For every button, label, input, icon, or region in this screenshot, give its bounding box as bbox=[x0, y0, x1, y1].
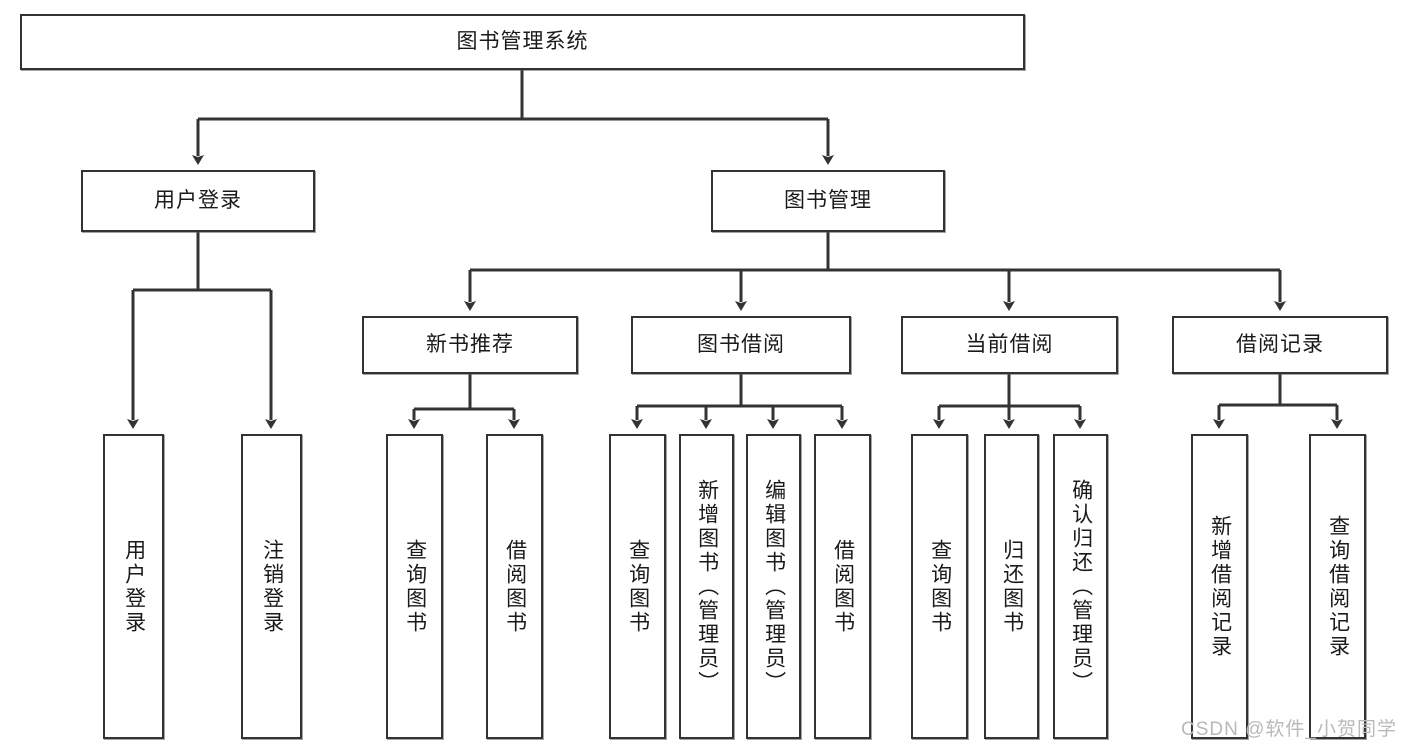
node-leaf-borrow-book[interactable]: 借阅图书 bbox=[814, 434, 871, 739]
edge-group-user-login bbox=[127, 232, 277, 429]
node-leaf-query-book-current[interactable]: 查询图书 bbox=[911, 434, 968, 739]
node-user-login-label: 用户登录 bbox=[154, 189, 242, 213]
node-user-login[interactable]: 用户登录 bbox=[81, 170, 315, 232]
node-leaf-borrow-book-label: 借阅图书 bbox=[831, 538, 855, 635]
node-leaf-edit-book-label: 编辑图书（管理员） bbox=[762, 478, 786, 695]
node-leaf-add-book-label: 新增图书（管理员） bbox=[695, 478, 719, 695]
node-leaf-query-borrow-record-label: 查询借阅记录 bbox=[1326, 514, 1350, 659]
edge-group-book-management bbox=[464, 232, 1286, 311]
node-leaf-add-borrow-record-label: 新增借阅记录 bbox=[1208, 514, 1232, 659]
node-root[interactable]: 图书管理系统 bbox=[20, 14, 1025, 70]
node-new-book-recommend-label: 新书推荐 bbox=[426, 333, 514, 357]
node-leaf-add-borrow-record[interactable]: 新增借阅记录 bbox=[1191, 434, 1248, 739]
node-leaf-query-book-current-label: 查询图书 bbox=[928, 538, 952, 635]
node-book-borrow-label: 图书借阅 bbox=[697, 333, 785, 357]
node-leaf-return-book-label: 归还图书 bbox=[1000, 538, 1024, 635]
node-leaf-query-borrow-record[interactable]: 查询借阅记录 bbox=[1309, 434, 1366, 739]
node-leaf-logout[interactable]: 注销登录 bbox=[241, 434, 302, 739]
node-leaf-return-book[interactable]: 归还图书 bbox=[984, 434, 1039, 739]
node-current-borrow-label: 当前借阅 bbox=[965, 333, 1054, 357]
node-leaf-user-login-label: 用户登录 bbox=[122, 538, 146, 635]
node-leaf-query-book-borrow-label: 查询图书 bbox=[626, 538, 650, 635]
node-leaf-confirm-return[interactable]: 确认归还（管理员） bbox=[1053, 434, 1108, 739]
node-book-management[interactable]: 图书管理 bbox=[711, 170, 945, 232]
node-leaf-edit-book[interactable]: 编辑图书（管理员） bbox=[746, 434, 801, 739]
node-leaf-add-book[interactable]: 新增图书（管理员） bbox=[679, 434, 734, 739]
node-leaf-borrow-book-recommend[interactable]: 借阅图书 bbox=[486, 434, 543, 739]
node-leaf-logout-label: 注销登录 bbox=[260, 538, 284, 635]
edge-group-current-borrow bbox=[933, 374, 1086, 429]
node-leaf-query-book-recommend[interactable]: 查询图书 bbox=[386, 434, 443, 739]
node-leaf-borrow-book-recommend-label: 借阅图书 bbox=[503, 538, 527, 635]
edge-group-book-borrow bbox=[631, 374, 848, 429]
edge-group-borrow-record bbox=[1213, 374, 1343, 429]
node-current-borrow[interactable]: 当前借阅 bbox=[901, 316, 1118, 374]
edge-group-new-book-recommend bbox=[408, 374, 520, 429]
node-new-book-recommend[interactable]: 新书推荐 bbox=[362, 316, 578, 374]
node-root-label: 图书管理系统 bbox=[456, 30, 589, 54]
watermark: CSDN @软件_小贺同学 bbox=[1181, 719, 1397, 740]
node-book-borrow[interactable]: 图书借阅 bbox=[631, 316, 851, 374]
node-borrow-record[interactable]: 借阅记录 bbox=[1172, 316, 1388, 374]
node-leaf-query-book-recommend-label: 查询图书 bbox=[403, 538, 427, 635]
edge-group-root bbox=[192, 70, 834, 165]
node-leaf-confirm-return-label: 确认归还（管理员） bbox=[1069, 478, 1093, 695]
node-book-management-label: 图书管理 bbox=[784, 189, 872, 213]
node-leaf-query-book-borrow[interactable]: 查询图书 bbox=[609, 434, 666, 739]
node-borrow-record-label: 借阅记录 bbox=[1236, 333, 1324, 357]
node-leaf-user-login[interactable]: 用户登录 bbox=[103, 434, 164, 739]
